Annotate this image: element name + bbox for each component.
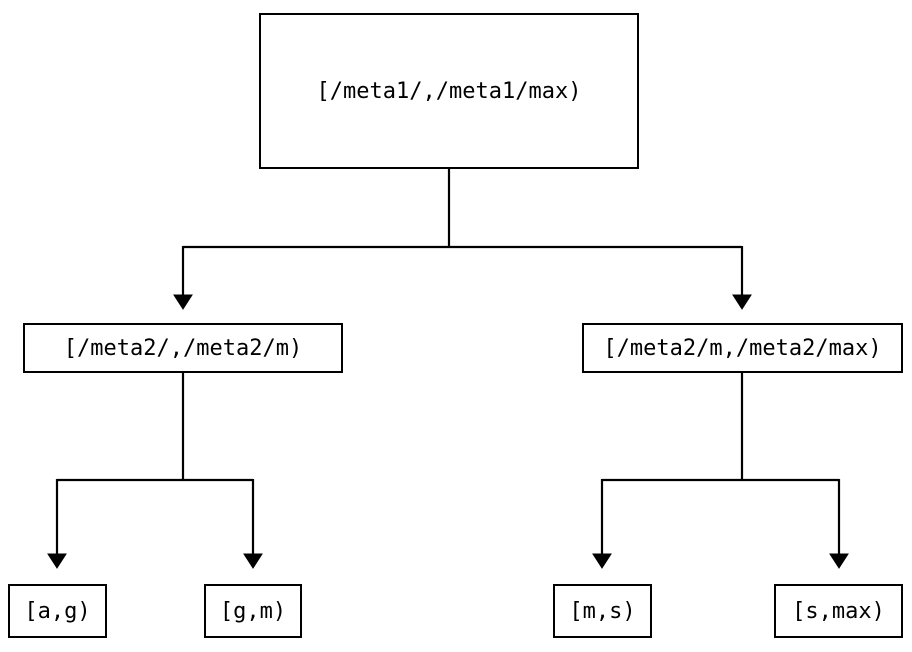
node-right-label: [/meta2/m,/meta2/max)	[603, 335, 882, 361]
node-root-range: [/meta1/,/meta1/max)	[259, 13, 639, 169]
node-leaf-gm-label: [g,m)	[219, 598, 287, 624]
arrowhead-to-left-icon	[173, 294, 193, 310]
arrowhead-to-gm-icon	[243, 553, 263, 569]
arrowhead-to-smax-icon	[829, 553, 849, 569]
node-leaf-gm: [g,m)	[204, 584, 302, 638]
node-root-label: [/meta1/,/meta1/max)	[316, 78, 582, 104]
node-leaf-smax: [s,max)	[774, 584, 903, 638]
node-leaf-ms-label: [m,s)	[569, 598, 636, 624]
node-leaf-ag: [a,g)	[8, 584, 107, 638]
arrowhead-to-ag-icon	[47, 553, 67, 569]
arrowhead-to-right-icon	[732, 294, 752, 310]
node-left-range: [/meta2/,/meta2/m)	[23, 323, 343, 373]
node-leaf-ms: [m,s)	[553, 584, 652, 638]
node-left-label: [/meta2/,/meta2/m)	[63, 335, 303, 361]
arrowhead-to-ms-icon	[592, 553, 612, 569]
node-leaf-ag-label: [a,g)	[24, 598, 91, 624]
node-right-range: [/meta2/m,/meta2/max)	[582, 323, 903, 373]
node-leaf-smax-label: [s,max)	[792, 598, 885, 624]
